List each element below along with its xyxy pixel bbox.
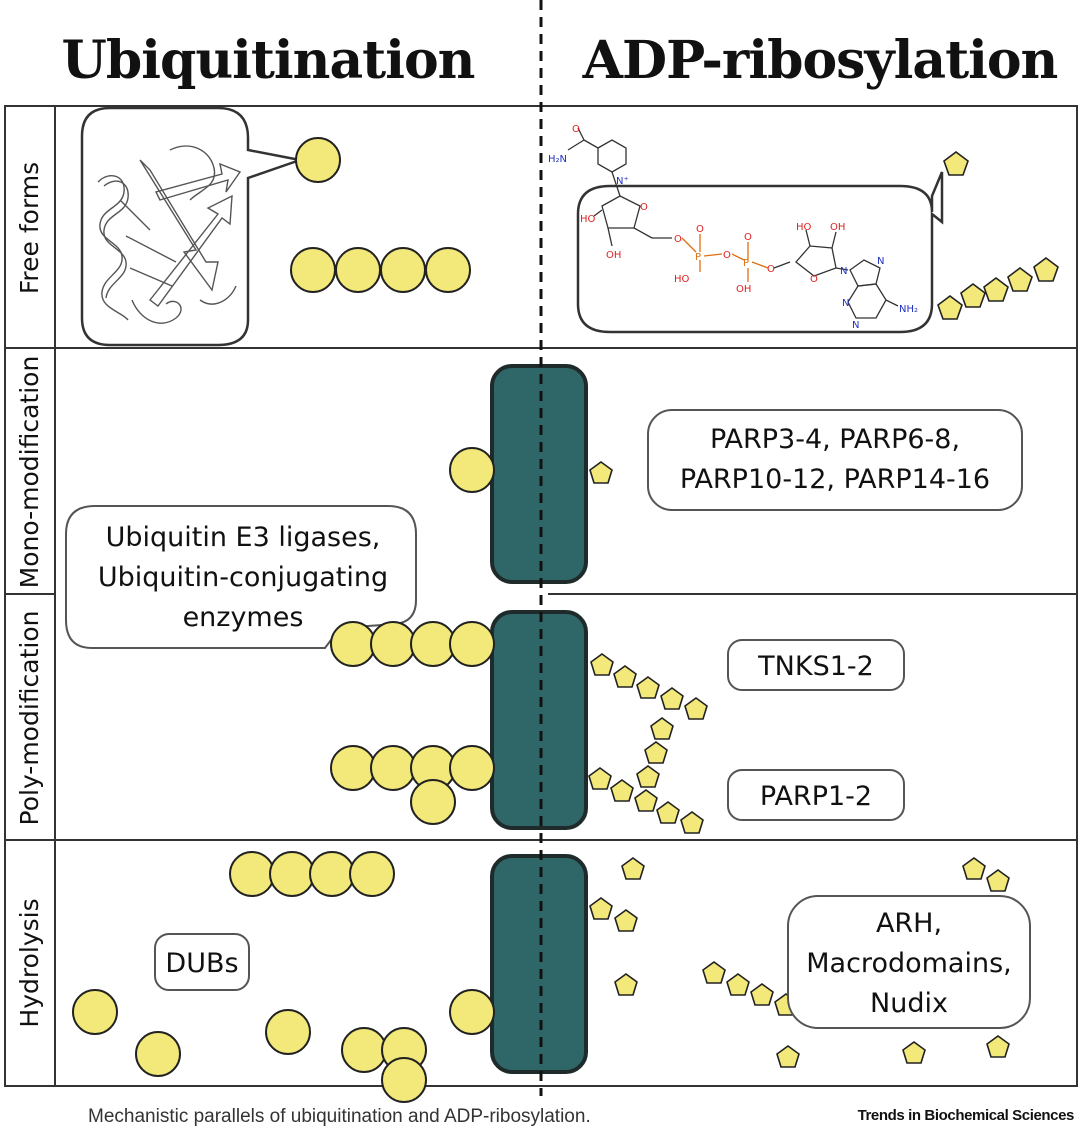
- row-label-free-forms: Free forms: [15, 162, 44, 294]
- parp-mono-line2: PARP10-12, PARP14-16: [680, 464, 990, 495]
- adp-ribose-poly-chain-linear: [590, 653, 708, 720]
- atom-n7: N: [877, 256, 884, 267]
- adp-ribose-mono-attached: [589, 461, 613, 484]
- atom-ho1: HO: [580, 214, 596, 225]
- e3-line3: enzymes: [183, 602, 304, 633]
- atom-p1: P: [695, 252, 701, 263]
- atom-p2: P: [743, 258, 749, 269]
- arh-line2: Macrodomains,: [806, 948, 1011, 979]
- atom-o-ribose1: O: [640, 202, 648, 213]
- atom-oh2: OH: [830, 222, 845, 233]
- figure-caption: Mechanistic parallels of ubiquitination …: [88, 1106, 591, 1127]
- atom-o-bridge1: O: [674, 234, 682, 245]
- row-label-mono-modification: Mono-modification: [15, 356, 44, 589]
- header-adp-ribosylation: ADP-ribosylation: [582, 30, 1058, 91]
- arh-line3: Nudix: [870, 988, 948, 1019]
- membrane-protein-hydrolysis: [490, 854, 588, 1074]
- atom-o-ribose2: O: [810, 274, 818, 285]
- membrane-protein-poly: [490, 610, 588, 830]
- e3-ligase-label-box: Ubiquitin E3 ligases, Ubiquitin-conjugat…: [65, 505, 417, 649]
- dubs-label-box: DUBs: [154, 933, 250, 991]
- atom-n1: N: [852, 320, 859, 331]
- atom-n9: N: [840, 266, 847, 277]
- protein-ribbon-icon: [97, 145, 242, 324]
- row-label-hydrolysis: Hydrolysis: [15, 898, 44, 1027]
- e3-line2: Ubiquitin-conjugating: [98, 562, 388, 593]
- atom-h2n: H₂N: [548, 154, 567, 165]
- ubiquitin-hydrolysis-released-chain: [229, 851, 395, 897]
- nad-molecule-icon: [567, 127, 899, 319]
- e3-line1: Ubiquitin E3 ligases,: [106, 522, 381, 553]
- ubiquitin-free-mono: [295, 137, 341, 183]
- tnks-label-box: TNKS1-2: [727, 639, 905, 691]
- atom-ho-p1: HO: [674, 274, 690, 285]
- parp12-label: PARP1-2: [760, 781, 872, 812]
- dubs-label: DUBs: [165, 948, 238, 979]
- ubiquitin-hydrolysis-free: [72, 989, 427, 1103]
- row-label-poly-modification: Poly-modification: [15, 611, 44, 826]
- ubiquitin-poly-chain-linear: [330, 621, 495, 667]
- header-ubiquitination: Ubiquitination: [62, 30, 475, 91]
- journal-brand: Trends in Biochemical Sciences: [858, 1107, 1074, 1124]
- adp-ribose-hydrolysis-chain: [702, 961, 798, 1016]
- tnks-label: TNKS1-2: [757, 651, 874, 682]
- parp-mono-label-box: PARP3-4, PARP6-8, PARP10-12, PARP14-16: [647, 409, 1023, 511]
- atom-ho2: HO: [796, 222, 812, 233]
- adp-ribose-free-chain: [937, 257, 1059, 320]
- adp-ribose-free-mono: [943, 151, 969, 176]
- ubiquitin-free-chain: [290, 247, 471, 293]
- atom-n-plus: N⁺: [616, 176, 629, 187]
- atom-o-p1: O: [696, 224, 704, 235]
- ubiquitin-mono-attached: [449, 447, 495, 493]
- atom-o-amide: O: [572, 124, 580, 135]
- atom-o-bridge2: O: [723, 250, 731, 261]
- atom-oh1: OH: [606, 250, 621, 261]
- nad-structure-bubble: [576, 171, 944, 334]
- nad-atom-labels: O H₂N N⁺ O HO OH O O P HO O O P OH O O H…: [548, 124, 918, 331]
- adp-ribose-hydrolysis-free: [589, 857, 1010, 1068]
- ubiquitin-structure-bubble: [80, 106, 305, 347]
- arh-label-box: ARH, Macrodomains, Nudix: [787, 895, 1031, 1029]
- adp-ribose-poly-chain-branched: [588, 717, 704, 834]
- parp-mono-line1: PARP3-4, PARP6-8,: [710, 424, 960, 455]
- atom-oh-p2: OH: [736, 284, 751, 295]
- ubiquitin-poly-chain-branched: [330, 745, 495, 825]
- parp12-label-box: PARP1-2: [727, 769, 905, 821]
- atom-n3: N: [842, 298, 849, 309]
- atom-o-p2: O: [744, 232, 752, 243]
- arh-line1: ARH,: [876, 908, 942, 939]
- atom-nh2: NH₂: [899, 304, 918, 315]
- ubiquitin-hydrolysis-attached: [449, 989, 495, 1035]
- membrane-protein-mono: [490, 364, 588, 584]
- atom-o-bridge3: O: [767, 264, 775, 275]
